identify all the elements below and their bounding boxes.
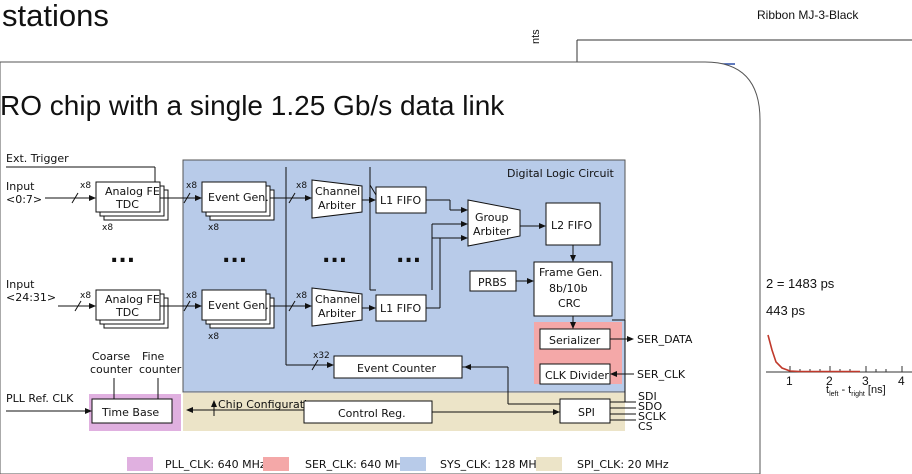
ellipsis-fifo: ... bbox=[396, 243, 421, 268]
event-gen-bot-x8: x8 bbox=[208, 332, 219, 342]
channel-arbiter-top-label-1: Channel bbox=[315, 185, 360, 198]
l2-fifo-label: L2 FIFO bbox=[551, 219, 593, 232]
analog-fe-top-label-2: TDC bbox=[115, 198, 139, 211]
input-bot-x8: x8 bbox=[80, 291, 91, 301]
l1-fifo-bot bbox=[375, 294, 427, 322]
plot-stats-2: 443 ps bbox=[766, 303, 806, 318]
spi-sdi-label: SDI bbox=[638, 390, 657, 403]
evgen-top-bus-x8: x8 bbox=[296, 181, 307, 191]
legend-label-pll: PLL_CLK: 640 MHz bbox=[165, 458, 266, 471]
analog-fe-top-label-1: Analog FE bbox=[105, 185, 160, 198]
input-top-x8: x8 bbox=[80, 181, 91, 191]
plot-x-tick-4: 4 bbox=[898, 374, 905, 388]
plot-x-label-left: left bbox=[829, 391, 839, 399]
plot-x-tick-2: 2 bbox=[826, 374, 833, 388]
event-gen-bot bbox=[201, 289, 267, 321]
serializer-label: Serializer bbox=[549, 334, 601, 347]
analog-fe-top-box bbox=[95, 181, 161, 213]
plot-stats-1: 2 = 1483 ps bbox=[766, 276, 835, 291]
event-gen-bot-label: Event Gen. bbox=[208, 299, 269, 312]
spi-cs-label: CS bbox=[638, 420, 653, 433]
spi-sclk-label: SCLK bbox=[638, 410, 667, 423]
time-base-label: Time Base bbox=[101, 406, 159, 419]
plot-x-axis-title: tleft - tright [ns] bbox=[826, 384, 886, 398]
event-counter-label: Event Counter bbox=[357, 362, 436, 375]
event-counter-x32: x32 bbox=[313, 351, 330, 361]
plot-x-tick-3: 3 bbox=[862, 374, 869, 388]
slide-title: stations bbox=[2, 0, 109, 33]
clk-divider-label: CLK Divider bbox=[545, 369, 609, 382]
legend-swatch-sys bbox=[400, 457, 426, 471]
frame-gen-label-3: CRC bbox=[558, 297, 581, 310]
plot-ribbon-label: Ribbon MJ-3-Black bbox=[757, 8, 859, 22]
fine-counter-label-1: Fine bbox=[142, 350, 165, 363]
channel-arbiter-bot-label-1: Channel bbox=[315, 293, 360, 306]
event-gen-top-label: Event Gen. bbox=[208, 191, 269, 204]
background-plot bbox=[576, 39, 912, 373]
group-arbiter bbox=[467, 199, 521, 247]
evgen-bot-bus-x8: x8 bbox=[296, 291, 307, 301]
digital-logic-title: Digital Logic Circuit bbox=[507, 167, 615, 180]
fine-counter-label-2: counter bbox=[139, 363, 182, 376]
legend-swatch-pll bbox=[127, 457, 153, 471]
channel-arbiter-top bbox=[311, 179, 363, 219]
ellipsis-arbiter: ... bbox=[322, 243, 347, 268]
control-reg-label: Control Reg. bbox=[338, 407, 406, 420]
analog-fe-bot-box bbox=[95, 289, 161, 321]
group-arbiter-label-1: Group bbox=[475, 211, 509, 224]
plot-x-label-right: right bbox=[851, 391, 865, 399]
legend-label-spi: SPI_CLK: 20 MHz bbox=[577, 458, 669, 471]
group-arbiter-label-2: Arbiter bbox=[473, 225, 511, 238]
event-gen-top bbox=[201, 181, 267, 213]
plot-curve-red bbox=[767, 334, 860, 373]
analog-fe-bot-label-2: TDC bbox=[115, 306, 139, 319]
plot-x-tick-1: 1 bbox=[786, 374, 793, 388]
frame-gen-label-2: 8b/10b bbox=[549, 282, 588, 295]
ser-clk-label: SER_CLK bbox=[637, 368, 686, 381]
time-base-block bbox=[91, 398, 173, 424]
channel-arbiter-bot-label-2: Arbiter bbox=[318, 307, 356, 320]
channel-arbiter-top-label-2: Arbiter bbox=[318, 199, 356, 212]
plot-x-label-mid: - t bbox=[838, 384, 852, 396]
l1-fifo-top-label: L1 FIFO bbox=[380, 194, 422, 207]
ext-trigger-label: Ext. Trigger bbox=[6, 152, 69, 165]
legend-swatch-spi bbox=[536, 457, 562, 471]
coarse-counter-label-1: Coarse bbox=[92, 350, 130, 363]
fe-top-bus-x8: x8 bbox=[186, 181, 197, 191]
input-top-label-1: Input bbox=[6, 180, 35, 193]
frame-gen-label-1: Frame Gen. bbox=[539, 266, 603, 279]
spi-sdo-label: SDO bbox=[638, 400, 662, 413]
channel-arbiter-bot bbox=[311, 287, 363, 327]
pll-ref-clk-label: PLL Ref. CLK bbox=[6, 392, 74, 405]
l1-fifo-bot-label: L1 FIFO bbox=[380, 302, 422, 315]
legend-label-sys: SYS_CLK: 128 MHz bbox=[440, 458, 543, 471]
input-bot-label-1: Input bbox=[6, 278, 35, 291]
legend-swatch-ser bbox=[263, 457, 289, 471]
spi-label: SPI bbox=[578, 406, 595, 419]
event-gen-top-x8: x8 bbox=[208, 223, 219, 233]
legend-label-ser: SER_CLK: 640 MHz bbox=[305, 458, 409, 471]
coarse-counter-label-2: counter bbox=[90, 363, 133, 376]
clock-legend: PLL_CLK: 640 MHz SER_CLK: 640 MHz SYS_CL… bbox=[127, 457, 669, 471]
ellipsis-eventgen: ... bbox=[222, 243, 247, 268]
ellipsis-analog: ... bbox=[110, 243, 135, 268]
slide-subtitle: RO chip with a single 1.25 Gb/s data lin… bbox=[0, 90, 505, 121]
fe-bot-bus-x8: x8 bbox=[186, 291, 197, 301]
l1-fifo-top bbox=[375, 186, 427, 214]
plot-x-label-unit: [ns] bbox=[864, 384, 886, 396]
analog-fe-top-x8: x8 bbox=[102, 223, 113, 233]
input-bot-label-2: <24:31> bbox=[6, 291, 56, 304]
analog-fe-bot-label-1: Analog FE bbox=[105, 293, 160, 306]
prbs-label: PRBS bbox=[478, 276, 507, 289]
ser-data-label: SER_DATA bbox=[637, 333, 693, 346]
chip-configuration-label: Chip Configuration bbox=[218, 398, 321, 411]
input-top-label-2: <0:7> bbox=[6, 193, 42, 206]
plot-x-label-t: t bbox=[826, 384, 830, 396]
spi-block bbox=[559, 398, 611, 424]
